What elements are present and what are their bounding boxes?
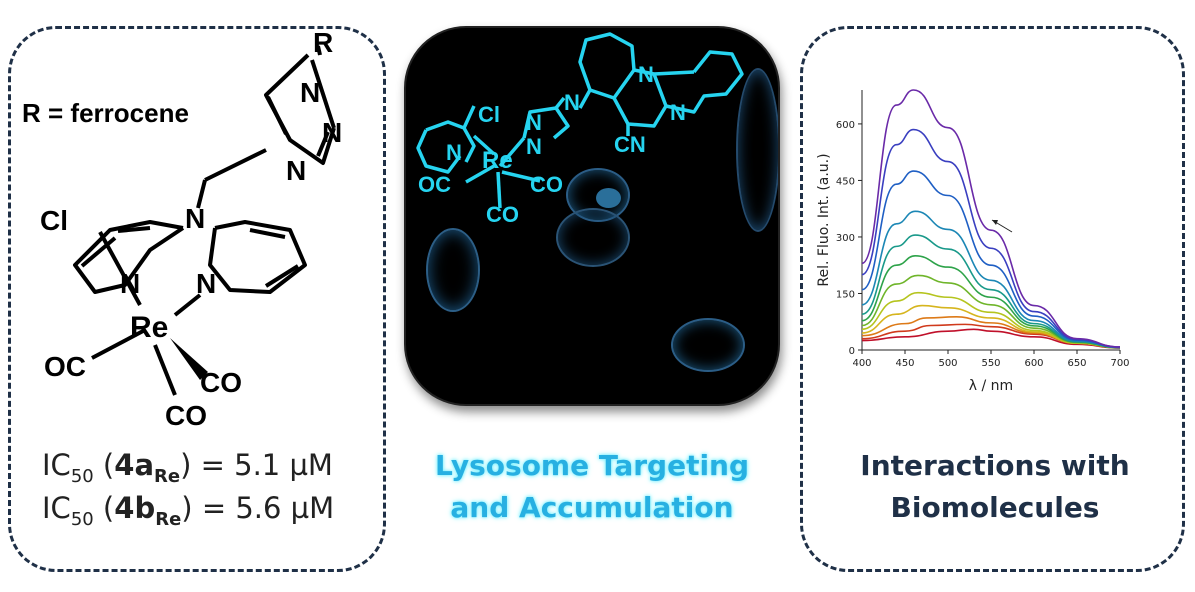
atom-n: N — [196, 268, 216, 299]
trend-arrowhead — [992, 220, 998, 225]
atom-cl: Cl — [478, 102, 500, 127]
caption-line: Biomolecules — [890, 491, 1100, 524]
cell — [556, 208, 630, 267]
cell — [596, 188, 621, 208]
cell — [671, 318, 745, 372]
spectrum-line — [861, 128, 1121, 348]
atom-n: N — [446, 140, 462, 165]
atom-oc: OC — [418, 172, 451, 197]
caption-line: and Accumulation — [450, 491, 734, 524]
x-tick-label: 700 — [1110, 358, 1129, 369]
atom-cn: CN — [614, 132, 646, 157]
left-structure: R = ferrocene R N N N Cl N N N Re OC CO … — [22, 27, 342, 431]
fluorescence-chart: 400 450 500 550 600 650 700 0 150 300 450 600 λ / nm… — [816, 89, 1130, 394]
caption-line: Lysosome Targeting — [434, 449, 750, 482]
x-tick-label: 650 — [1067, 358, 1086, 369]
spectrum-line — [861, 89, 1121, 348]
r-substituent-label: R = ferrocene — [22, 98, 189, 128]
wedge-bond — [170, 338, 208, 380]
y-tick-label: 0 — [849, 346, 855, 357]
spectrum-line — [861, 328, 1121, 349]
atom-co: CO — [530, 172, 563, 197]
atom-cl: Cl — [40, 205, 68, 236]
cell — [736, 68, 778, 232]
center-structure: N Cl Re N N N OC CO CO N N CN — [416, 32, 744, 227]
x-tick-label: 450 — [895, 358, 914, 369]
spectrum-line — [861, 210, 1121, 349]
caption-line: Interactions with — [860, 449, 1130, 482]
ic50-4b: IC50 (4bRe) = 5.6 µM — [42, 491, 335, 530]
atom-n: N — [526, 110, 542, 135]
atom-r: R — [313, 27, 333, 58]
atom-n: N — [286, 155, 306, 186]
y-tick-label: 300 — [836, 233, 855, 244]
atom-co: CO — [200, 367, 242, 398]
y-axis-label: Rel. Fluo. Int. (a.u.) — [816, 153, 832, 286]
pyridine-right — [208, 220, 307, 294]
atom-n: N — [564, 90, 580, 115]
right-panel — [800, 26, 1185, 572]
atom-re: Re — [130, 311, 168, 344]
x-axis-label: λ / nm — [969, 378, 1013, 394]
spectrum-line — [861, 170, 1121, 349]
atom-co: CO — [165, 400, 207, 431]
atom-n: N — [300, 77, 320, 108]
caption-biomolecules: Interactions with Biomolecules — [800, 445, 1190, 529]
atom-co: CO — [486, 202, 519, 227]
x-tick-label: 400 — [852, 358, 871, 369]
x-tick-label: 500 — [938, 358, 957, 369]
triazole-ring — [264, 53, 336, 165]
x-tick-label: 550 — [981, 358, 1000, 369]
atom-n: N — [185, 203, 205, 234]
atom-n: N — [322, 117, 342, 148]
atom-oc: OC — [44, 351, 86, 382]
x-tick-label: 600 — [1024, 358, 1043, 369]
left-panel — [8, 26, 386, 572]
y-tick-label: 600 — [836, 120, 855, 131]
atom-n: N — [670, 100, 686, 125]
y-tick-label: 450 — [836, 176, 855, 187]
atom-n: N — [638, 62, 654, 87]
atom-n: N — [526, 134, 542, 159]
ic50-4a: IC50 (4aRe) = 5.1 µM — [42, 448, 333, 487]
pyridine-left — [73, 220, 185, 294]
atom-re: Re — [482, 147, 513, 174]
y-tick-label: 150 — [836, 289, 855, 300]
spectrum-line — [861, 254, 1121, 349]
atom-n: N — [120, 268, 140, 299]
cell — [426, 228, 480, 312]
caption-lysosome: Lysosome Targeting and Accumulation — [404, 445, 780, 529]
